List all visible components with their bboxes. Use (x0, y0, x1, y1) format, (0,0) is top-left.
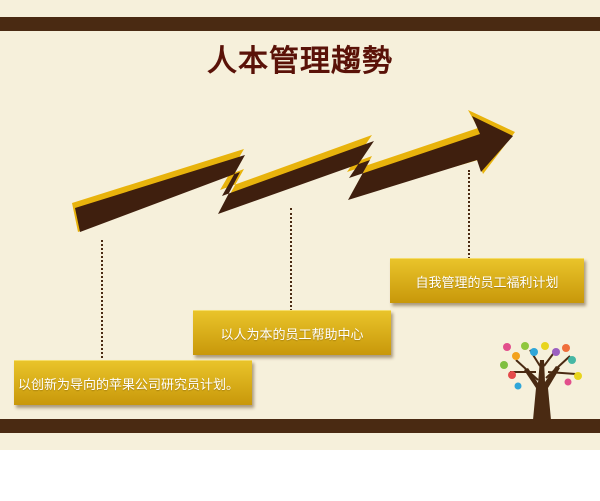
step-label-1: 以创新为导向的苹果公司研究员计划。 (18, 377, 240, 393)
step-label-2: 以人为本的员工帮助中心 (220, 327, 364, 343)
slide: 人本管理趨勢 以创新为导向的苹果公司研究员计划。 (0, 0, 600, 450)
step-box-3: 自我管理的员工福利计划 (390, 258, 584, 303)
dotted-leader-line-1 (101, 240, 103, 362)
tree-with-colorful-leaves-icon (500, 342, 582, 420)
dotted-leader-line-2 (290, 208, 292, 311)
step-label-3: 自我管理的员工福利计划 (415, 275, 559, 291)
bottom-band (0, 419, 600, 433)
step-box-1: 以创新为导向的苹果公司研究员计划。 (14, 360, 252, 405)
trend-arrow-graphic (72, 110, 582, 420)
dotted-leader-line-3 (468, 170, 470, 259)
step-box-2: 以人为本的员工帮助中心 (193, 310, 391, 355)
zigzag-arrow (75, 116, 513, 232)
slide-title: 人本管理趨勢 (207, 44, 393, 79)
top-band (0, 17, 600, 31)
